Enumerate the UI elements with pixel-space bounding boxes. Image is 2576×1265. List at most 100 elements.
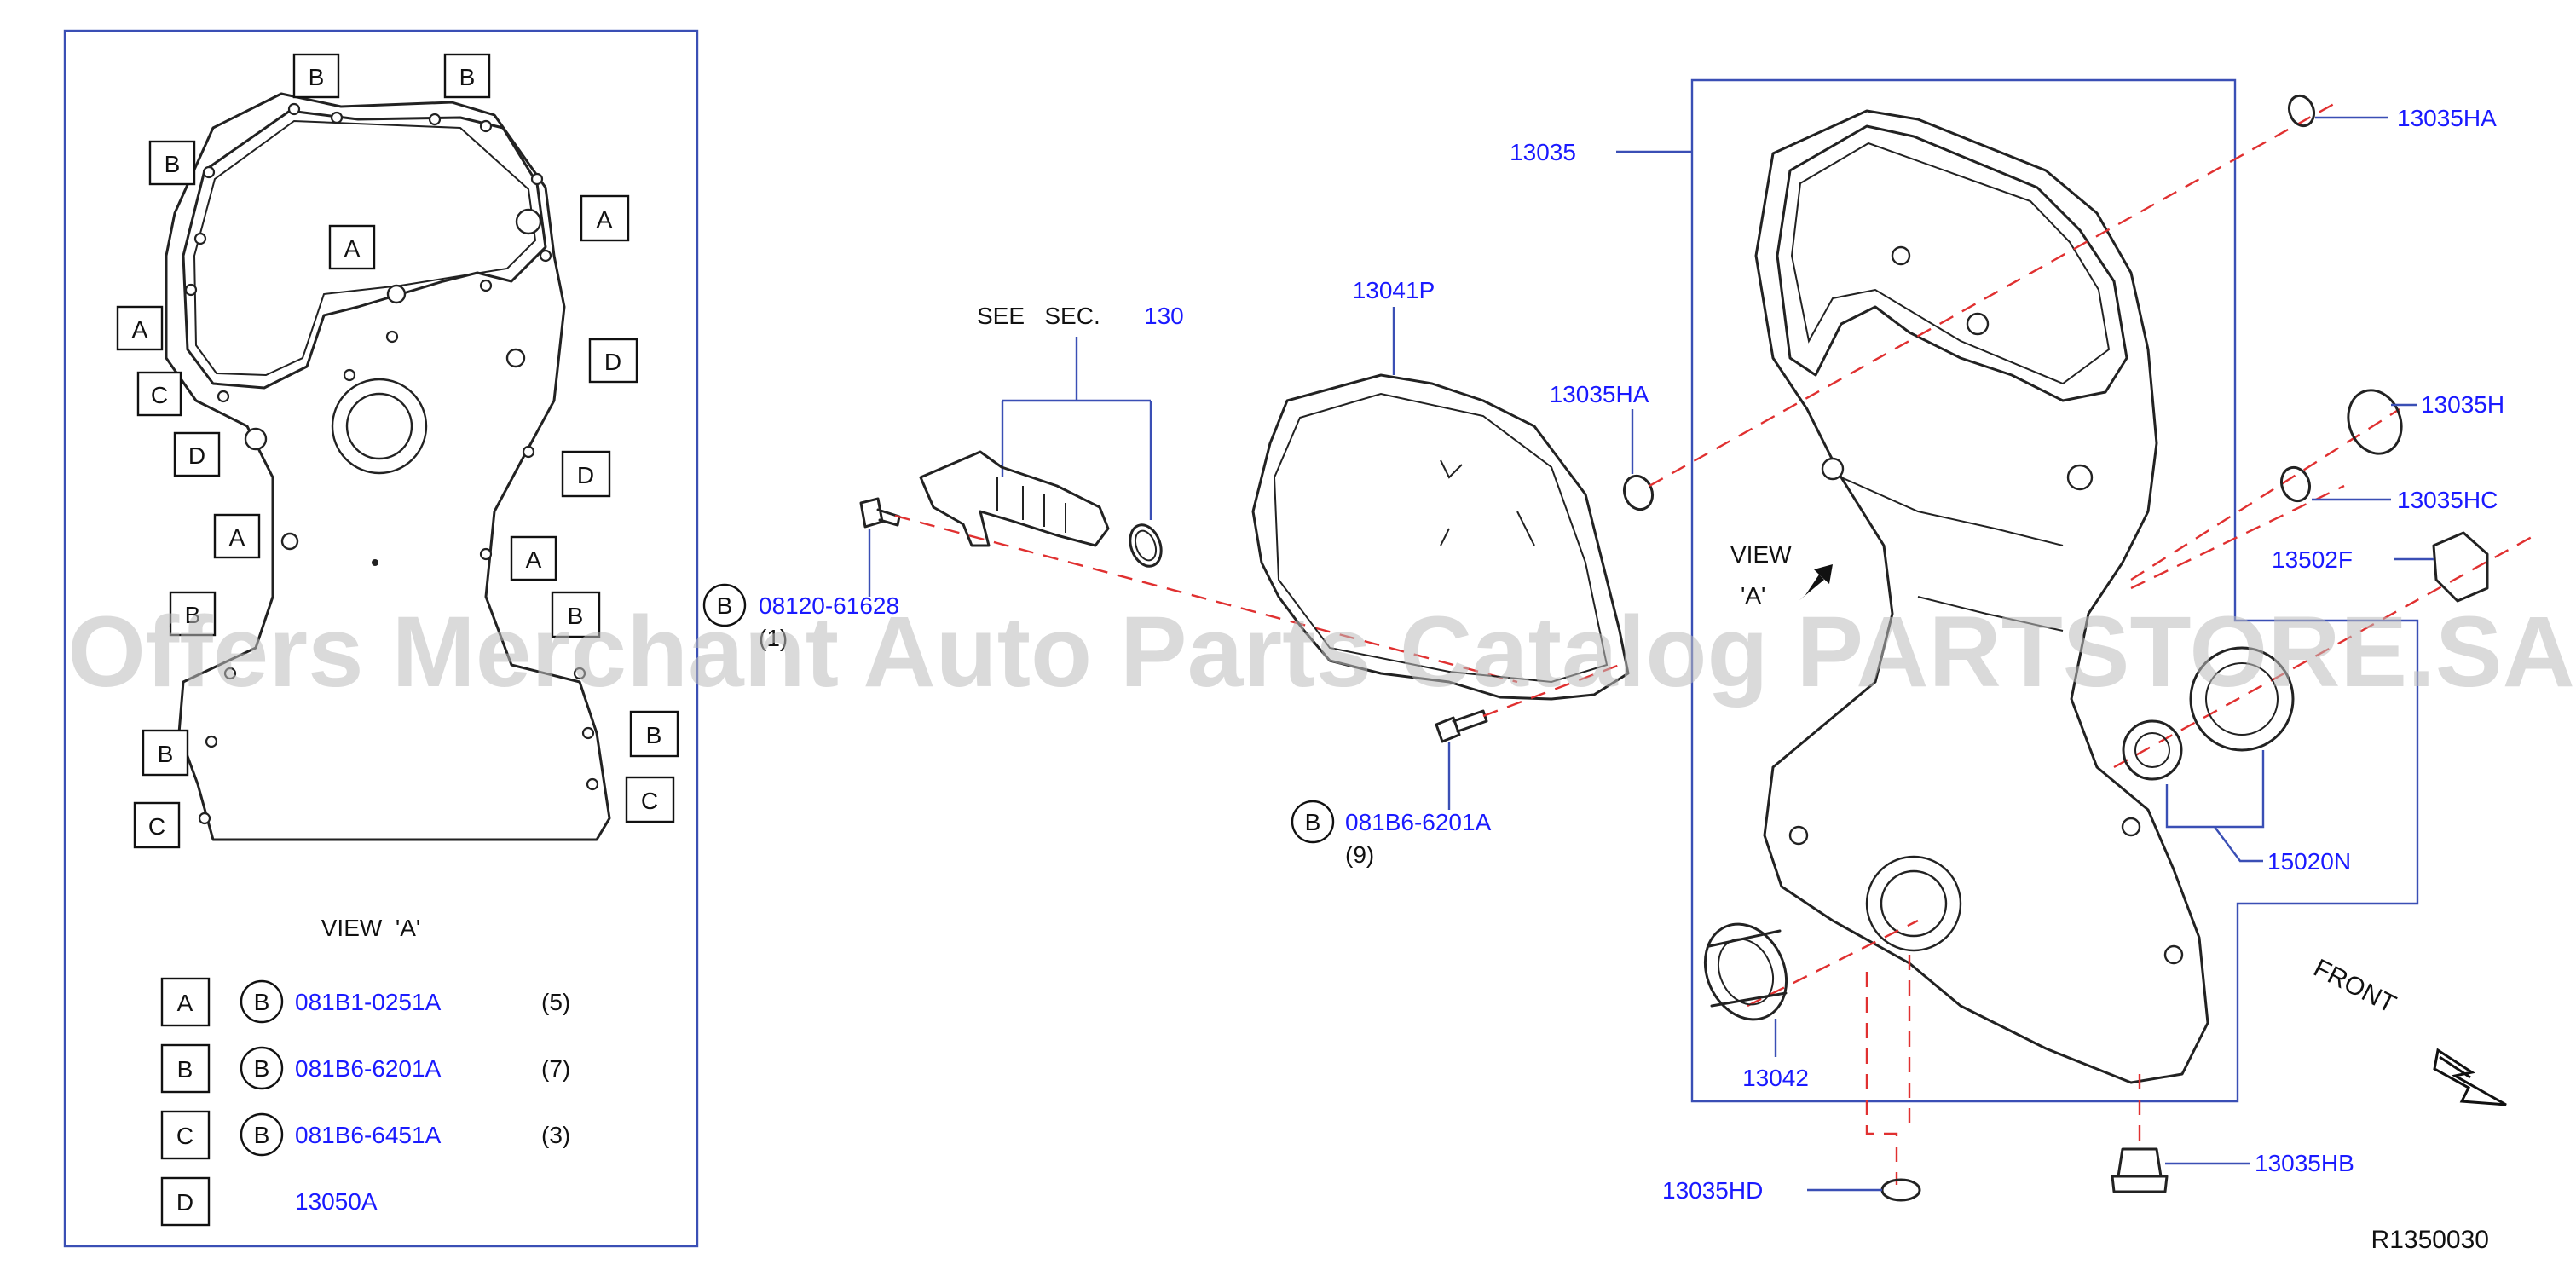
- callout-box-a: [328, 224, 376, 270]
- legend-part-link[interactable]: 13050A: [295, 1188, 378, 1215]
- bolt-cover-qty: (9): [1345, 841, 1374, 868]
- watermark-text: Offers Merchant Auto Parts Catalog PARTS…: [67, 596, 2575, 708]
- callout-letter: B: [459, 64, 476, 90]
- bolt-symbol-icon: [240, 1112, 284, 1157]
- callout-letter: A: [132, 316, 148, 343]
- bolt-symbol-letter: B: [254, 989, 270, 1015]
- fastener-legend: A B 081B1-0251A (5) B B 081B6-6201A (7) …: [160, 977, 570, 1227]
- callout-box-b: [169, 591, 217, 637]
- callout-box-b: [292, 53, 340, 99]
- callout-box-b: [551, 591, 601, 638]
- part-link-13035hc[interactable]: 13035HC: [2397, 487, 2498, 513]
- diagram-id: R1350030: [2371, 1226, 2489, 1254]
- part-link-13035ha-top[interactable]: 13035HA: [2397, 105, 2497, 131]
- callout-box-a: [510, 535, 557, 581]
- callout-letter: B: [165, 151, 181, 177]
- legend-letter: B: [177, 1056, 193, 1083]
- bolt-cover-part-link[interactable]: 081B6-6201A: [1345, 809, 1492, 835]
- bolt-symbol-letter: B: [254, 1122, 270, 1148]
- callout-box-b: [148, 140, 196, 186]
- bolt-solenoid-qty: (1): [759, 625, 788, 651]
- callout-letter: B: [646, 722, 662, 748]
- o-ring-13035h: [2347, 389, 2403, 455]
- bolt-symbol-icon: [702, 583, 747, 627]
- front-label: FRONT: [2309, 954, 2400, 1019]
- callout-letter: D: [604, 349, 621, 375]
- callout-letter: B: [158, 741, 174, 767]
- legend-letter: C: [176, 1123, 193, 1149]
- callout-box-a: [580, 194, 630, 242]
- view-a-panel-frame: [63, 29, 699, 1248]
- o-ring-13035hc: [2279, 465, 2312, 503]
- oil-seal-13042: [1703, 922, 1788, 1021]
- callout-box-c: [625, 776, 675, 823]
- legend-letter: D: [176, 1189, 193, 1216]
- callout-letter: D: [188, 442, 205, 469]
- legend-part-link[interactable]: 081B6-6201A: [295, 1055, 442, 1082]
- see-section-link[interactable]: 130: [1144, 303, 1184, 329]
- view-a-callouts: B B B A A A D C D D A A B B B B C C: [116, 53, 679, 849]
- plug-13035hb: [2111, 1147, 2169, 1193]
- bolt-symbol-letter: B: [254, 1055, 270, 1082]
- part-link-13035h[interactable]: 13035H: [2421, 391, 2504, 418]
- bolt-symbol-icon: [240, 1046, 284, 1090]
- callout-letter: A: [344, 235, 361, 262]
- part-link-13041p[interactable]: 13041P: [1353, 277, 1435, 303]
- view-direction-arrow-icon: [1799, 564, 1833, 601]
- callout-letter: A: [229, 524, 245, 551]
- front-cover-frame: [1690, 78, 2419, 1103]
- callout-box-b: [443, 53, 491, 99]
- bolt-symbol-icon: [240, 979, 284, 1024]
- o-ring-13035ha: [1622, 474, 1655, 511]
- legend-part-link[interactable]: 081B1-0251A: [295, 989, 442, 1015]
- solenoid-bolt: [859, 497, 901, 529]
- view-a-marker-line2: 'A': [1741, 582, 1765, 609]
- o-ring-13035hd: [1880, 1178, 1921, 1202]
- part-link-13035ha-mid[interactable]: 13035HA: [1550, 381, 1649, 407]
- callout-box-c: [136, 371, 182, 417]
- part-link-13042[interactable]: 13042: [1742, 1065, 1809, 1091]
- callout-box-a: [213, 513, 261, 559]
- legend-part-link[interactable]: 081B6-6451A: [295, 1122, 442, 1148]
- cover-bolt: [1435, 709, 1488, 743]
- view-a-cover-outline: [165, 92, 611, 841]
- callout-letter: B: [185, 602, 201, 628]
- callout-letter: B: [568, 603, 584, 629]
- front-cover-13035: [1754, 109, 2209, 1084]
- callout-box-b: [142, 729, 189, 777]
- part-link-13035hb[interactable]: 13035HB: [2255, 1150, 2354, 1176]
- bolt-symbol-letter: B: [717, 592, 733, 619]
- callout-letter: C: [148, 813, 165, 840]
- legend-qty: (5): [541, 989, 570, 1015]
- seal-13502f: [2432, 531, 2489, 603]
- legend-qty: (3): [541, 1122, 570, 1148]
- part-link-13035hd[interactable]: 13035HD: [1662, 1177, 1763, 1204]
- callout-letter: D: [577, 462, 594, 488]
- o-ring-13035ha-top: [2287, 94, 2316, 128]
- callout-box-a: [116, 305, 164, 351]
- view-a-marker-line1: VIEW: [1730, 541, 1792, 568]
- legend-qty: (7): [541, 1055, 570, 1082]
- callout-box-d: [561, 450, 611, 498]
- callout-box-b: [629, 710, 679, 758]
- gasket-13041p: [1251, 373, 1630, 701]
- part-link-13035[interactable]: 13035: [1510, 139, 1576, 165]
- legend-letter-box: [160, 977, 211, 1027]
- see-section-ref: SEE SEC. 130: [977, 303, 1184, 520]
- legend-letter-box: [160, 1176, 211, 1227]
- view-a-title: VIEW 'A': [321, 915, 420, 941]
- legend-letter-box: [160, 1110, 211, 1160]
- oil-pump-sprocket-15020n: [2122, 646, 2295, 781]
- callout-letter: C: [151, 382, 168, 408]
- callout-letter: A: [526, 546, 542, 573]
- bolt-solenoid-part-link[interactable]: 08120-61628: [759, 592, 899, 619]
- legend-letter-box: [160, 1043, 211, 1094]
- callout-letter: C: [641, 788, 658, 814]
- part-link-15020n[interactable]: 15020N: [2267, 848, 2351, 875]
- bolt-symbol-letter: B: [1305, 809, 1321, 835]
- callout-box-d: [173, 431, 221, 477]
- oil-control-solenoid: [919, 450, 1163, 568]
- part-link-13502f[interactable]: 13502F: [2272, 546, 2353, 573]
- callout-box-c: [133, 801, 181, 849]
